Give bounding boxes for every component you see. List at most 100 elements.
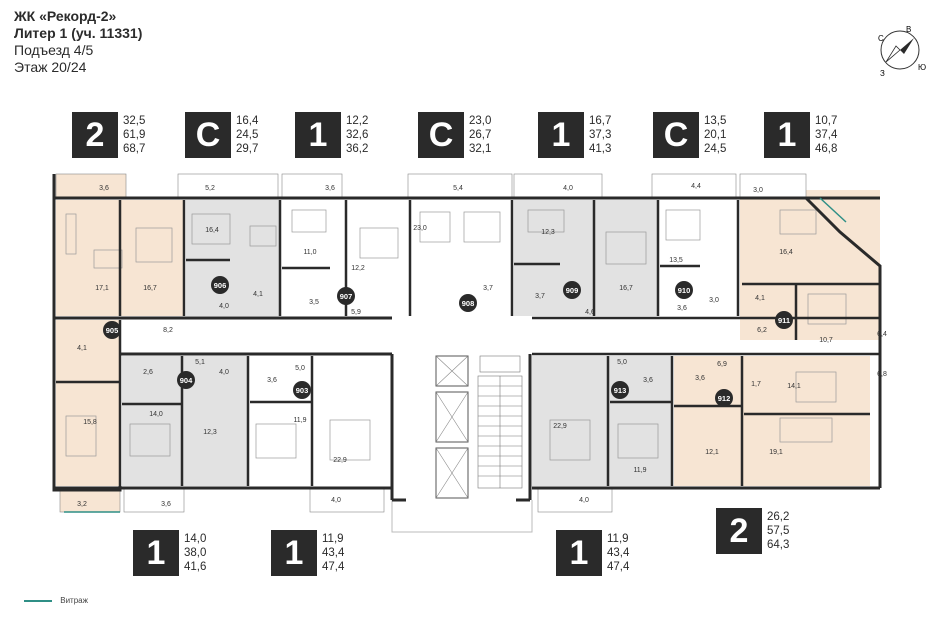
unit-number: 907 — [340, 292, 353, 301]
apartment-area-1room-b2[interactable] — [250, 356, 392, 486]
room-area: 17,1 — [95, 285, 109, 292]
room-area: 3,6 — [695, 375, 705, 382]
full-area: 41,3 — [589, 143, 612, 155]
room-area: 12,3 — [541, 229, 555, 236]
living-area: 13,5 — [704, 115, 727, 127]
unit-badge[interactable] — [177, 371, 195, 389]
room-count-badge: С — [418, 112, 464, 158]
living-area: 16,7 — [589, 115, 612, 127]
apartment-area-2room-b4[interactable] — [674, 356, 870, 486]
room-area: 4,0 — [331, 497, 341, 504]
legend: Витраж — [24, 596, 88, 605]
full-area: 24,5 — [704, 143, 727, 155]
liter-title: Литер 1 (уч. 11331) — [14, 25, 143, 41]
room-area: 22,9 — [553, 423, 567, 430]
room-area: 5,0 — [295, 365, 305, 372]
room-area: 11,9 — [293, 417, 306, 424]
room-area: 19,1 — [769, 449, 783, 456]
total-area: 43,4 — [322, 547, 345, 559]
full-area: 64,3 — [767, 539, 790, 551]
unit-badge[interactable] — [103, 321, 121, 339]
compass-icon: С В Ю З — [870, 20, 930, 80]
room-area: 11,9 — [633, 467, 646, 474]
room-area: 4,0 — [219, 369, 229, 376]
area-values: 14,0 38,0 41,6 — [184, 532, 206, 574]
room-count-badge: С — [185, 112, 231, 158]
area-values: 16,4 24,5 29,7 — [236, 114, 258, 156]
vitrazh-legend-swatch — [24, 599, 52, 602]
entrance-label: Подъезд 4/5 — [14, 42, 94, 58]
unit-badge[interactable] — [715, 389, 733, 407]
room-area: 2,6 — [143, 369, 153, 376]
area-values: 32,5 61,9 68,7 — [123, 114, 145, 156]
project-title: ЖК «Рекорд-2» — [14, 8, 117, 24]
unit-badge[interactable] — [563, 281, 581, 299]
room-count-badge: 2 — [72, 112, 118, 158]
total-area: 26,7 — [469, 129, 492, 141]
total-area: 20,1 — [704, 129, 727, 141]
room-area: 12,2 — [351, 265, 365, 272]
room-count-badge: 1 — [271, 530, 317, 576]
room-area: 23,0 — [413, 225, 427, 232]
unit-badge[interactable] — [459, 294, 477, 312]
living-area: 26,2 — [767, 511, 790, 523]
room-area: 16,4 — [205, 227, 219, 234]
staircase-icon — [477, 375, 523, 489]
apartment-area-1room-2[interactable] — [514, 200, 658, 316]
living-area: 14,0 — [184, 533, 207, 545]
legend-label: Витраж — [60, 596, 88, 605]
apartment-area-studio-3[interactable] — [660, 200, 738, 316]
floor-label: Этаж 20/24 — [14, 59, 87, 75]
total-area: 38,0 — [184, 547, 207, 559]
room-count-badge: 1 — [133, 530, 179, 576]
room-area: 3,6 — [325, 185, 335, 192]
unit-badge[interactable] — [293, 381, 311, 399]
room-count-badge: 1 — [295, 112, 341, 158]
unit-number: 909 — [566, 286, 579, 295]
unit-badge[interactable] — [337, 287, 355, 305]
living-area: 11,9 — [607, 533, 629, 545]
room-area: 3,6 — [643, 377, 653, 384]
unit-badge[interactable] — [675, 281, 693, 299]
apartment-area-2room-left[interactable] — [56, 320, 120, 486]
vitrazh-window — [64, 197, 847, 513]
total-area: 32,6 — [346, 129, 369, 141]
unit-number: 910 — [678, 286, 691, 295]
unit-badge[interactable] — [611, 381, 629, 399]
plan-header: ЖК «Рекорд-2» Литер 1 (уч. 11331) Подъез… — [14, 8, 142, 76]
room-area: 6,9 — [717, 361, 727, 368]
full-area: 46,8 — [815, 143, 838, 155]
room-area: 4,1 — [755, 295, 765, 302]
area-values: 10,7 37,4 46,8 — [815, 114, 837, 156]
living-area: 32,5 — [123, 115, 146, 127]
compass-west: З — [880, 69, 885, 78]
room-area: 4,1 — [253, 291, 263, 298]
room-area: 3,6 — [677, 305, 687, 312]
room-area: 6,4 — [877, 331, 887, 338]
room-area: 11,0 — [303, 249, 316, 256]
apartment-area-1room-b3[interactable] — [532, 356, 672, 486]
room-area: 13,5 — [669, 257, 683, 264]
room-area: 3,7 — [535, 293, 545, 300]
full-area: 41,6 — [184, 561, 207, 573]
unit-badges: 904 905 906 907 908 909 910 911 912 913 … — [103, 276, 793, 407]
living-area: 11,9 — [322, 533, 344, 545]
room-area: 3,2 — [77, 501, 87, 508]
unit-number: 905 — [106, 326, 119, 335]
room-area: 3,7 — [483, 285, 493, 292]
room-area: 12,3 — [203, 429, 217, 436]
apartment-area-1room-3[interactable] — [740, 190, 880, 340]
apartment-area-studio-1[interactable] — [186, 200, 280, 316]
unit-badge[interactable] — [211, 276, 229, 294]
room-area: 4,0 — [579, 497, 589, 504]
room-area: 5,2 — [205, 185, 215, 192]
unit-badge[interactable] — [775, 311, 793, 329]
room-count-badge: 1 — [538, 112, 584, 158]
area-values: 16,7 37,3 41,3 — [589, 114, 611, 156]
room-area: 3,6 — [267, 377, 277, 384]
total-area: 57,5 — [767, 525, 790, 537]
full-area: 32,1 — [469, 143, 492, 155]
compass-east: В — [906, 25, 911, 34]
area-values: 11,9 43,4 47,4 — [607, 532, 629, 574]
